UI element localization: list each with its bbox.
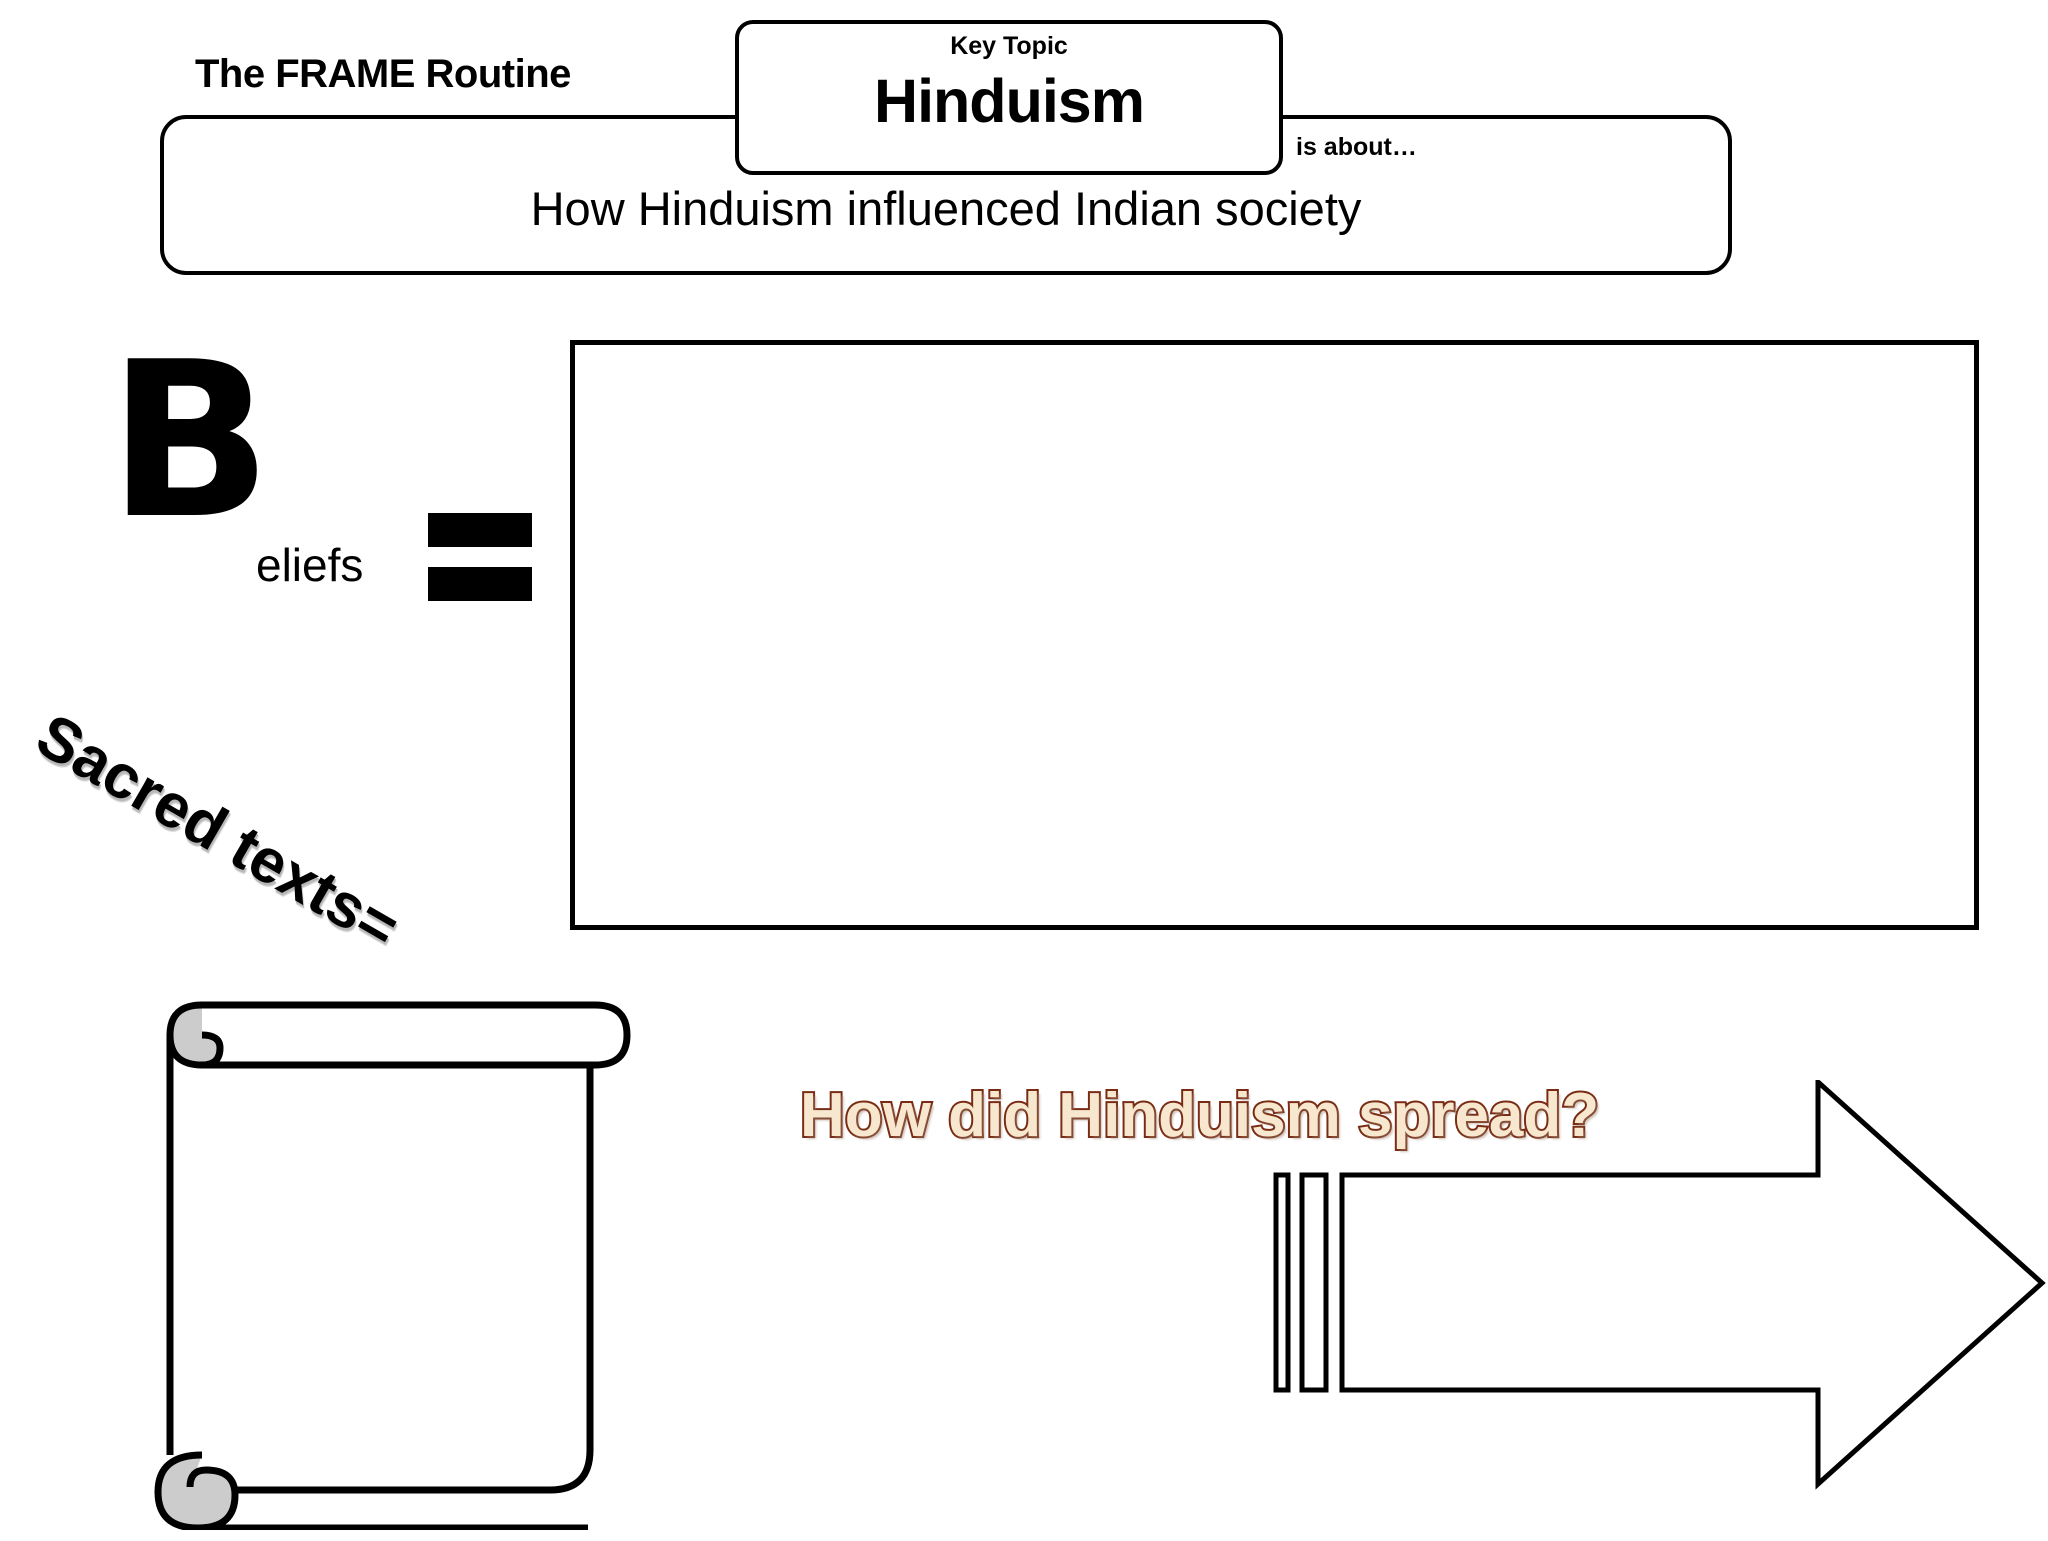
sacred-texts-label: Sacred texts=	[22, 697, 414, 966]
beliefs-label-rest: eliefs	[256, 539, 364, 591]
equals-bar-bottom	[428, 567, 532, 601]
is-about-value: How Hinduism influenced Indian society	[530, 182, 1362, 235]
key-topic-label: Key Topic	[950, 32, 1068, 60]
equals-bar-top	[428, 513, 532, 547]
key-topic-box: Key Topic Hinduism	[735, 20, 1283, 175]
right-arrow-icon	[1273, 1076, 2046, 1490]
beliefs-initial-letter: B	[108, 315, 272, 566]
scroll-icon	[154, 1001, 631, 1532]
is-about-label: is about…	[1296, 133, 1417, 161]
spread-question-label: How did Hinduism spread?	[798, 1079, 1601, 1152]
frame-routine-title: The FRAME Routine	[195, 52, 571, 96]
beliefs-content-box[interactable]	[570, 340, 1979, 930]
scroll-shape[interactable]	[140, 1000, 680, 1532]
spread-arrow-shape[interactable]	[1270, 1076, 2048, 1536]
equals-sign-icon	[428, 513, 532, 601]
key-topic-value: Hinduism	[874, 67, 1145, 135]
